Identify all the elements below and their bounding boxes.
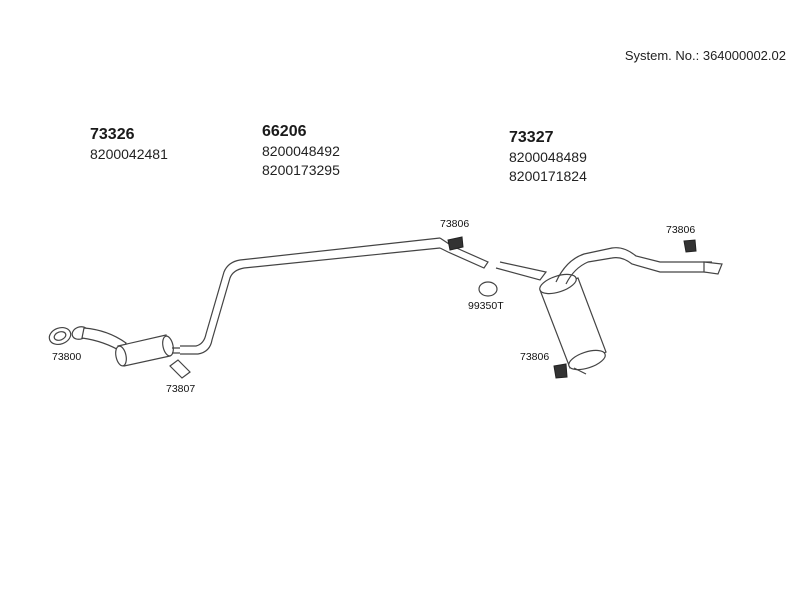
system-number: System. No.: 364000002.02 xyxy=(624,48,786,63)
muffler-bracket xyxy=(573,367,587,375)
oem-number: 8200048492 xyxy=(262,143,340,159)
tailpipe-tip xyxy=(703,261,723,275)
part-label: 73807 xyxy=(166,383,196,395)
converter-outlet xyxy=(162,335,174,357)
oem-number: 8200173295 xyxy=(262,162,340,178)
center-pipe-lower xyxy=(180,247,441,355)
rubber-hanger xyxy=(447,236,464,251)
muffler-rear-cap xyxy=(568,349,606,371)
part-label: 73806 xyxy=(440,218,470,230)
tailpipe-upper xyxy=(555,247,712,283)
converter-inlet xyxy=(115,345,127,367)
mounting-bracket xyxy=(169,359,191,379)
part-label: 73806 xyxy=(520,351,550,363)
part-label: 99350T xyxy=(468,300,504,312)
part-label: 73800 xyxy=(52,351,82,363)
tailpipe-lower xyxy=(565,257,712,285)
muffler-front-cap xyxy=(539,273,577,295)
center-pipe-outlet xyxy=(439,237,489,269)
rear-muffler-part-group: 73327 8200048489 8200171824 xyxy=(509,128,587,186)
part-label: 73806 xyxy=(666,224,696,236)
rubber-hanger xyxy=(683,239,697,253)
rear-muffler-assembly xyxy=(478,239,723,379)
rear-inlet-pipe xyxy=(495,261,548,281)
center-pipe-assembly xyxy=(180,236,489,355)
part-number-main: 73326 xyxy=(90,126,135,143)
center-pipe-part-group: 66206 8200048492 8200173295 xyxy=(262,122,340,180)
front-pipe-part-group: 73326 8200042481 xyxy=(90,125,168,164)
part-number-main: 66206 xyxy=(262,123,307,140)
oem-number: 8200171824 xyxy=(509,168,587,184)
rubber-hanger xyxy=(553,363,568,379)
front-pipe-assembly xyxy=(48,326,191,379)
part-number-main: 73327 xyxy=(509,129,554,146)
pipe-clamp xyxy=(478,281,498,297)
oem-number: 8200048489 xyxy=(509,149,587,165)
oem-number: 8200042481 xyxy=(90,146,168,162)
connector-pipe xyxy=(172,347,180,354)
center-pipe-upper xyxy=(180,237,441,347)
gasket-hole xyxy=(53,331,67,341)
